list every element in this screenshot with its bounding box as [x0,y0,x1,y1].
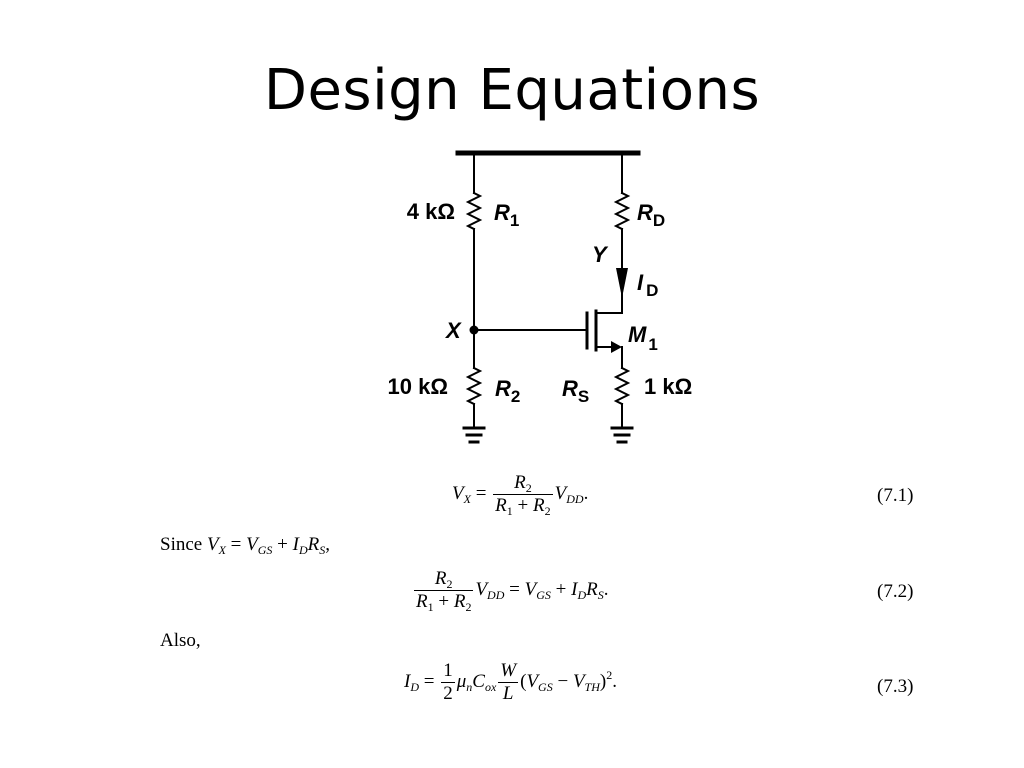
node-x-dot [469,325,479,335]
also-line: Also, [160,630,201,651]
since-line: Since VX = VGS + IDRS, [160,534,330,557]
resistor-r1 [465,191,483,231]
m1-source-arrow-icon [611,341,622,353]
equation-number-7-1: (7.1) [877,485,914,506]
node-y-label: Y [592,242,609,267]
slide-title: Design Equations [263,58,761,123]
ground-left [462,426,486,444]
rd-label: RD [637,200,665,230]
r2-value: 10 kΩ [388,374,448,399]
rs-label: RS [562,376,589,406]
resistor-r2 [465,366,483,406]
id-current-arrow-icon [616,268,628,298]
resistor-rd [613,191,631,231]
r2-label: R2 [495,376,520,406]
rs-value: 1 kΩ [644,374,692,399]
node-x-label: X [444,318,462,343]
ground-right [610,426,634,444]
equation-number-7-3: (7.3) [877,676,914,697]
resistor-rs [613,366,631,406]
equation-number-7-2: (7.2) [877,581,914,602]
r1-value: 4 kΩ [407,199,455,224]
r1-label: R1 [494,200,519,230]
